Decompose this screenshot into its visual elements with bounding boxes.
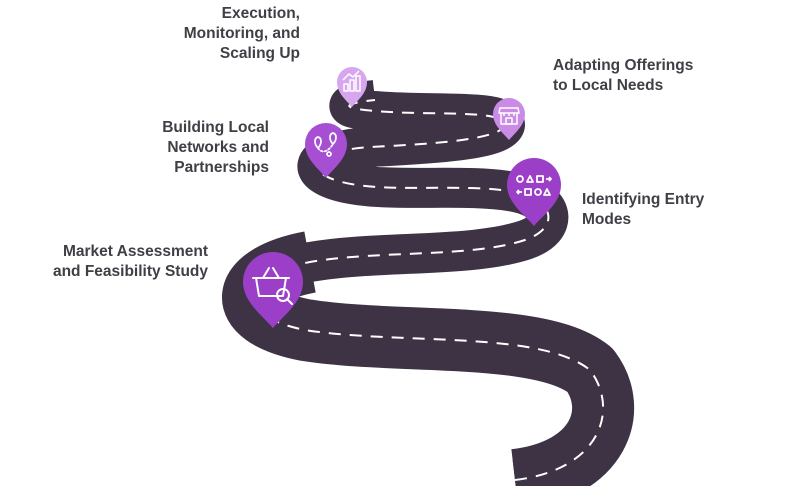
flowchart-shapes-icon xyxy=(516,175,552,196)
road-foreground xyxy=(222,231,635,502)
pin-adapting-offerings xyxy=(493,98,525,140)
pin-market-assessment xyxy=(243,252,303,328)
label-adapting-offerings: Adapting Offerings to Local Needs xyxy=(553,57,694,94)
pin-building-networks xyxy=(305,123,347,178)
growth-bar-chart-icon xyxy=(342,70,361,92)
pin-execution-scaling xyxy=(337,67,367,107)
label-identifying-entry-modes: Identifying Entry Modes xyxy=(582,191,705,228)
label-execution-scaling: Execution, Monitoring, and Scaling Up xyxy=(183,5,300,62)
shopping-basket-search-icon xyxy=(252,267,293,305)
label-building-networks: Building Local Networks and Partnerships xyxy=(162,119,269,176)
map-pins-route-icon xyxy=(314,132,337,157)
storefront-icon xyxy=(498,107,520,125)
pin-identifying-entry-modes xyxy=(507,158,561,226)
label-market-assessment: Market Assessment and Feasibility Study xyxy=(52,243,208,280)
